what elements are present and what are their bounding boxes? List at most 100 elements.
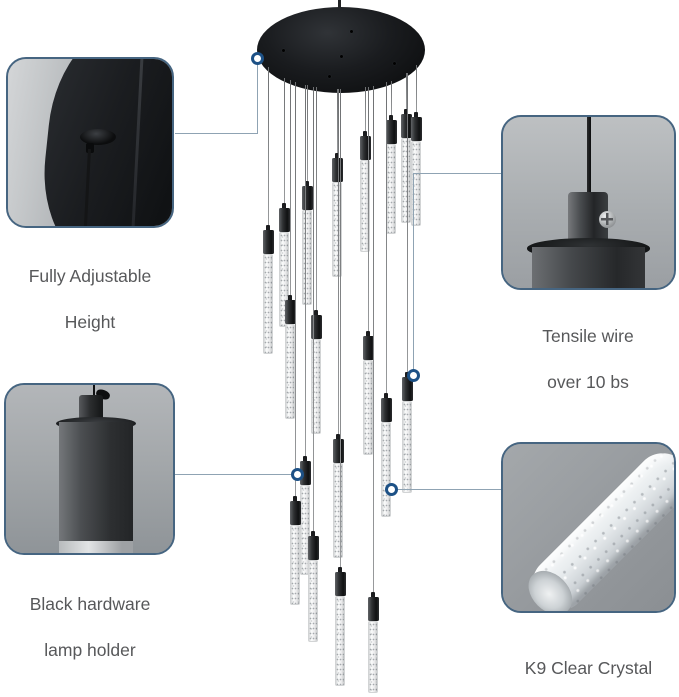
pendant-holder — [299, 461, 311, 485]
pendant-wire — [390, 80, 392, 116]
pendant-wire — [385, 82, 387, 394]
pendant-holder — [362, 336, 374, 360]
connector-line — [413, 173, 501, 174]
pendant-crystal — [411, 141, 421, 226]
connector-line — [397, 489, 501, 490]
connector-line — [175, 474, 291, 475]
canopy-screw — [282, 49, 285, 52]
pendant-crystal — [290, 525, 300, 605]
pendant-holder — [367, 597, 379, 621]
pendant-wire — [267, 67, 269, 226]
pendant-holder — [331, 158, 343, 182]
holder-stub — [305, 181, 309, 187]
holder-stub — [414, 112, 418, 118]
label-line: Tensile wire — [542, 326, 634, 346]
pendant-wire — [92, 385, 96, 396]
pendant-crystal — [308, 560, 318, 642]
holder-stub — [338, 567, 342, 573]
pendant-crystal — [300, 485, 310, 575]
pendant-crystal — [285, 324, 295, 419]
canopy-screw — [350, 30, 353, 33]
pendant-wire — [306, 85, 308, 182]
callout-box-lamp-holder — [4, 383, 175, 555]
pendant-wire — [294, 81, 296, 497]
pendant-holder — [400, 114, 412, 138]
pendant-holder — [380, 398, 392, 422]
pendant-crystal — [368, 621, 378, 693]
callout-label-tensile-wire: Tensile wire over 10 bs — [498, 302, 678, 417]
pendant-crystal — [302, 210, 312, 305]
pendant-crystal — [333, 463, 343, 558]
pendant-holder — [307, 536, 319, 560]
pendant-crystal — [332, 182, 342, 277]
pendant-holder — [359, 136, 371, 160]
pendant-wire — [364, 87, 366, 132]
label-line: Black hardware — [29, 594, 151, 614]
pendant-wire — [337, 88, 339, 435]
holder-stub — [266, 225, 270, 231]
pendant-crystal — [263, 254, 273, 354]
holder-stub — [404, 109, 408, 115]
pendant-holder — [284, 300, 296, 324]
holder-stub — [288, 295, 292, 301]
pendant-crystal — [360, 160, 370, 252]
wire-gland-knob — [80, 129, 117, 146]
pendant-crystal — [401, 138, 411, 223]
callout-box-k9-crystal — [501, 442, 676, 613]
pendant-holder — [410, 117, 422, 141]
pendant-holder — [310, 315, 322, 339]
callout-dot-k9-crystal — [385, 483, 398, 496]
callout-dot-lamp-holder — [291, 468, 304, 481]
pendant-wire — [367, 86, 369, 332]
pendant-holder — [401, 377, 413, 401]
pendant-wire — [406, 72, 408, 373]
pendant-holder — [332, 439, 344, 463]
label-line: lamp holder — [44, 640, 136, 660]
pendant-holder — [289, 501, 301, 525]
crystal-tube — [519, 444, 674, 611]
pendant-wire — [315, 87, 317, 311]
label-line: over 10 bs — [547, 372, 629, 392]
screw-icon — [598, 211, 616, 229]
crystal-tube-end — [519, 562, 581, 611]
holder-stub — [335, 153, 339, 159]
pendant-wire — [304, 84, 306, 457]
canopy-screw — [393, 62, 396, 65]
canopy-screw — [340, 55, 343, 58]
crystal-photo — [503, 444, 674, 611]
holder-stub — [282, 203, 286, 209]
callout-label-adjustable-height: Fully Adjustable Height — [0, 242, 180, 357]
tensile-wire — [586, 117, 591, 198]
holder-stub — [366, 331, 370, 337]
holder-stub — [303, 456, 307, 462]
pendant-crystal — [335, 596, 345, 686]
canopy-screw — [328, 75, 331, 78]
pendant-crystal — [311, 339, 321, 434]
pendant-holder — [262, 230, 274, 254]
label-line: Height — [64, 312, 116, 332]
holder-stub — [314, 310, 318, 316]
holder-stub — [311, 531, 315, 537]
lamp-body — [532, 246, 645, 288]
pendant-holder — [334, 572, 346, 596]
callout-box-tensile-wire — [501, 115, 676, 290]
canopy-detail-photo — [8, 59, 172, 226]
crystal-ring — [59, 541, 133, 553]
callout-label-lamp-holder: Black hardware lamp holder — [0, 570, 180, 685]
callout-dot-adjustable-height — [251, 52, 264, 65]
connector-line — [413, 173, 414, 370]
pendant-holder — [278, 208, 290, 232]
lamp-holder-photo — [6, 385, 173, 553]
pendant-crystal — [402, 401, 412, 493]
pendant-wire — [336, 88, 338, 154]
pendant-wire — [415, 65, 417, 113]
pendant-wire — [283, 77, 285, 204]
ceiling-wire — [338, 0, 341, 12]
label-line: Fully Adjustable — [28, 266, 152, 286]
pendant-crystal — [363, 360, 373, 455]
pendant-wire — [405, 73, 407, 110]
holder-cylinder — [59, 421, 133, 553]
pendant-wire — [289, 80, 291, 296]
holder-stub — [389, 115, 393, 121]
